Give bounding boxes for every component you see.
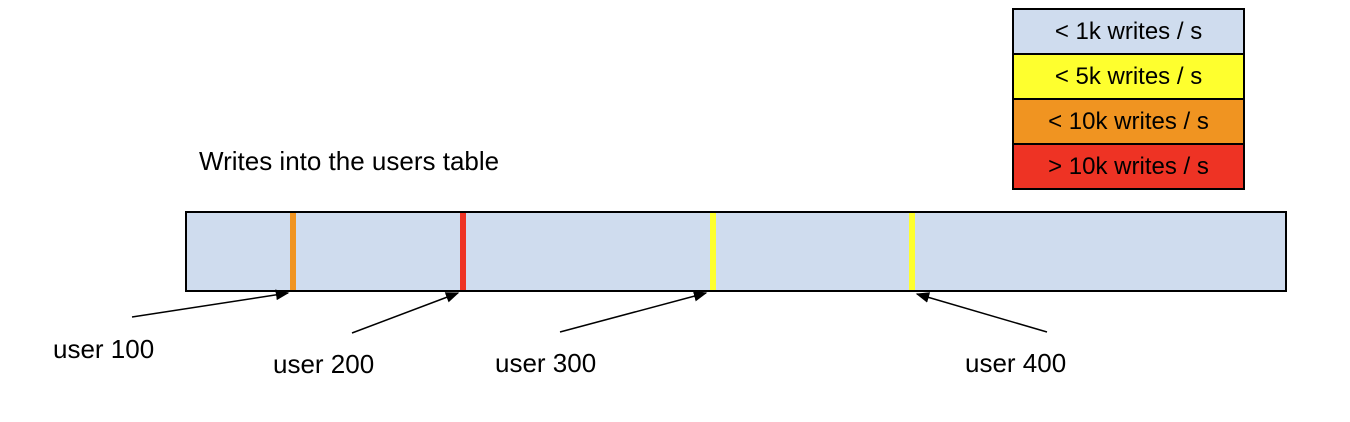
arrow-user-300 — [559, 290, 708, 333]
label-user-200: user 200 — [273, 349, 375, 379]
arrow-user-100 — [131, 289, 290, 318]
arrow-user-200 — [351, 292, 460, 334]
hotspot-stripe-user-300 — [710, 213, 716, 290]
arrow-user-400 — [915, 292, 1048, 333]
hotspot-stripe-user-100 — [290, 213, 296, 290]
label-user-300: user 300 — [495, 348, 597, 378]
hotspot-stripe-user-200 — [460, 213, 466, 290]
legend-item-gt-10k: > 10k writes / s — [1012, 143, 1245, 190]
write-rate-legend: < 1k writes / s < 5k writes / s < 10k wr… — [1012, 8, 1245, 190]
label-user-400: user 400 — [965, 348, 1067, 378]
legend-item-lt-5k: < 5k writes / s — [1012, 53, 1245, 100]
diagram-title: Writes into the users table — [199, 146, 500, 176]
legend-item-lt-10k: < 10k writes / s — [1012, 98, 1245, 145]
label-user-100: user 100 — [53, 334, 155, 364]
hotspot-stripe-user-400 — [909, 213, 915, 290]
users-table-bar — [185, 211, 1287, 292]
legend-item-lt-1k: < 1k writes / s — [1012, 8, 1245, 55]
